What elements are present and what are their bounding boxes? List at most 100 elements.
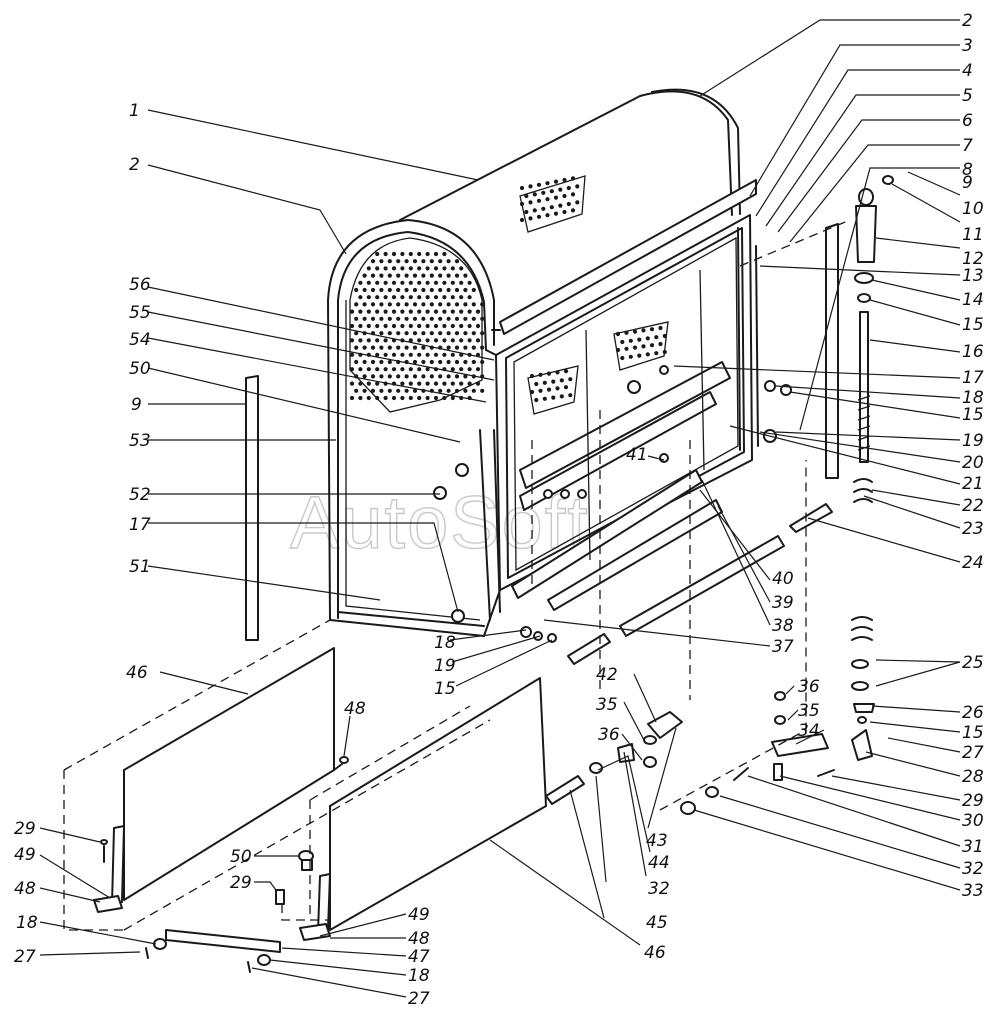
perforation-hole <box>620 339 625 345</box>
perforation-hole <box>408 323 413 329</box>
perforation-hole <box>404 287 409 293</box>
perforation-hole <box>433 309 439 314</box>
perforation-hole <box>412 259 418 264</box>
perforation-hole <box>379 302 384 307</box>
perforation-hole <box>553 195 559 200</box>
perforation-hole <box>662 349 667 355</box>
perforation-hole <box>400 295 405 300</box>
perforation-hole <box>459 309 464 314</box>
perforation-hole <box>467 381 472 386</box>
perforation-hole <box>404 345 409 350</box>
perforation-hole <box>541 206 546 211</box>
perforation-hole <box>354 287 359 293</box>
perforation-hole <box>375 323 380 329</box>
callout-18: 18 <box>434 633 456 653</box>
perforation-hole <box>417 309 422 314</box>
perforation-hole <box>408 251 413 257</box>
callout-37: 37 <box>772 637 794 657</box>
perforation-hole <box>615 331 621 337</box>
perforation-hole <box>553 211 559 216</box>
callout-17: 17 <box>962 368 984 388</box>
perforation-hole <box>538 372 543 377</box>
callout-27: 27 <box>408 989 430 1009</box>
perforation-hole <box>534 397 539 403</box>
perforation-hole <box>387 359 392 365</box>
perforation-hole <box>354 345 359 350</box>
perforation-hole <box>471 302 476 307</box>
callout-29: 29 <box>230 873 252 893</box>
callout-22: 22 <box>962 496 984 516</box>
perforation-hole <box>549 189 554 194</box>
perforation-hole <box>467 280 472 285</box>
perforation-hole <box>387 316 392 321</box>
callout-10: 10 <box>962 199 984 219</box>
perforation-hole <box>442 352 447 357</box>
callout-43: 43 <box>646 831 668 851</box>
perforation-hole <box>412 273 418 278</box>
callout-53: 53 <box>129 431 151 451</box>
perforation-hole <box>396 316 401 321</box>
perforation-hole <box>459 323 464 329</box>
perforation-hole <box>480 345 485 350</box>
perforation-hole <box>463 388 468 393</box>
perforation-hole <box>383 295 388 300</box>
perforation-hole <box>408 266 413 271</box>
perforation-hole <box>362 273 367 278</box>
perforation-hole <box>480 316 485 321</box>
callout-5: 5 <box>962 86 973 106</box>
perforation-hole <box>349 395 355 401</box>
perforation-hole <box>366 266 371 271</box>
perforation-hole <box>383 395 388 401</box>
perforation-hole <box>433 266 439 271</box>
perforation-hole <box>417 381 422 386</box>
perforation-hole <box>362 388 367 393</box>
perforation-hole <box>425 352 430 357</box>
callout-9: 9 <box>131 395 142 415</box>
perforation-hole <box>387 331 392 336</box>
callout-46: 46 <box>126 663 148 683</box>
perforation-hole <box>454 374 460 379</box>
callout-15: 15 <box>962 315 984 335</box>
perforation-hole <box>475 323 481 329</box>
perforation-hole <box>349 352 355 357</box>
perforation-hole <box>408 338 413 343</box>
callout-29: 29 <box>962 791 984 811</box>
callout-55: 55 <box>129 303 151 323</box>
perforation-hole <box>538 388 543 393</box>
callout-48: 48 <box>344 699 366 719</box>
perforation-hole <box>438 331 443 336</box>
panel-46-left <box>93 647 349 913</box>
perforation-hole <box>429 316 434 321</box>
callout-18: 18 <box>962 388 984 408</box>
callout-25: 25 <box>962 653 984 673</box>
perforation-hole <box>641 328 646 333</box>
perforation-hole <box>551 395 556 400</box>
perforation-hole <box>421 359 426 365</box>
perforation-hole <box>438 359 443 365</box>
perforation-hole <box>370 302 376 307</box>
perforation-hole <box>425 395 430 401</box>
callout-39: 39 <box>772 593 794 613</box>
perforation-hole <box>433 395 439 401</box>
perforation-hole <box>429 374 434 379</box>
perforation-hole <box>366 367 371 372</box>
perforation-hole <box>654 351 659 356</box>
perforation-hole <box>362 287 367 293</box>
perforation-hole <box>536 198 542 203</box>
perforation-hole <box>412 374 418 379</box>
perforation-hole <box>442 309 447 314</box>
perforation-hole <box>387 259 392 264</box>
perforation-hole <box>649 327 655 332</box>
perforation-hole <box>463 273 468 278</box>
perforation-hole <box>559 378 564 383</box>
callout-29: 29 <box>14 819 36 839</box>
perforation-hole <box>366 323 371 329</box>
perforation-hole <box>429 302 434 307</box>
perforation-hole <box>396 287 401 293</box>
side-strip-17-right <box>825 223 839 479</box>
perforation-hole <box>528 200 533 205</box>
perforation-hole <box>446 287 451 293</box>
callout-40: 40 <box>772 569 794 589</box>
callout-16: 16 <box>962 342 984 362</box>
perforation-hole <box>396 259 401 264</box>
